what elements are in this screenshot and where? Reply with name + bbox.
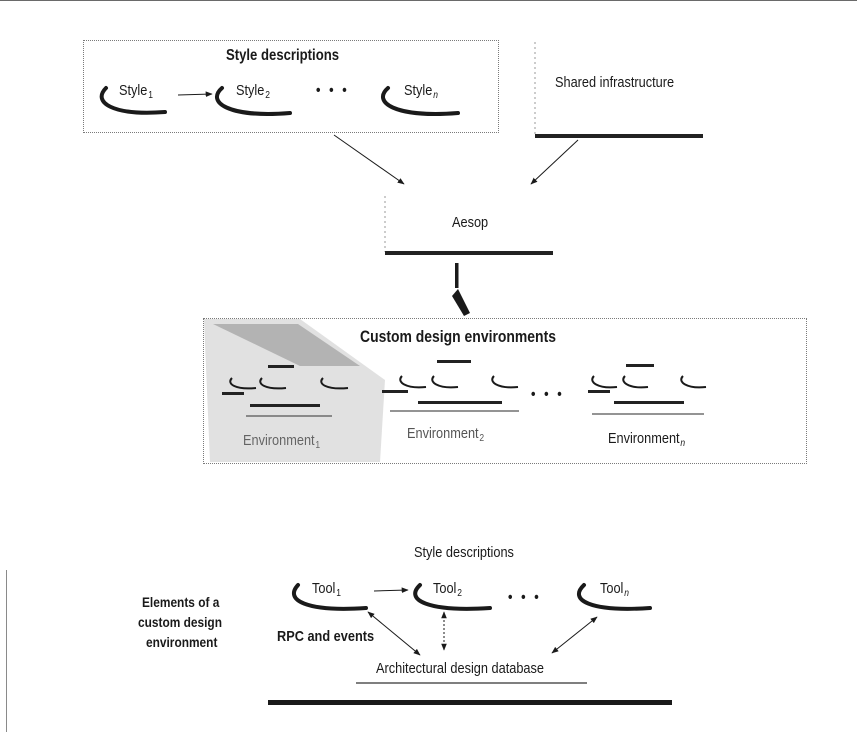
style-n-arc [381,86,460,116]
environment-2-mini [382,360,519,412]
custom-design-environments-title: Custom design environments [360,327,556,346]
tool-2-arc [413,583,492,611]
style-1-arc [99,86,167,115]
ellipsis-styles: • • • [316,82,350,99]
arrow-infra-to-aesop [530,139,579,185]
aesop-down-arrowhead [452,289,470,316]
ellipsis-tools: • • • [508,589,542,606]
environment-1-label: Environment1 [243,432,321,451]
style-2-arc [215,86,292,116]
shared-infra-base-bar [535,134,703,138]
arrow-styles-to-aesop [333,134,405,185]
shared-infrastructure-label: Shared infrastructure [555,74,675,91]
tool-2-label: Tool2 [433,580,462,599]
environment-n-mini [588,364,707,415]
elements-label-line-2: custom design [138,614,222,630]
arrow-style1-to-style2 [177,91,213,97]
tool-n-arc [577,583,652,611]
aesop-base-bar [385,251,553,255]
env-ellipsis: • • • [531,386,565,403]
style-descriptions-box [83,40,499,133]
tool-1-arc [291,583,368,611]
arrow-tool1-to-tool2 [373,587,409,593]
left-margin-rule [6,570,7,732]
tool-1-label: Tool1 [312,580,341,599]
environment-2-label: Environment2 [407,425,485,444]
aesop-label: Aesop [452,214,489,231]
style-1-label: Style1 [119,82,153,101]
arrow-tooln-database [551,616,598,654]
top-rule [0,0,857,1]
elements-label-line-1: Elements of a [142,594,220,610]
style-descriptions-title: Style descriptions [226,47,340,64]
environment-n-label: Environmentn [608,430,686,449]
architectural-design-database-label: Architectural design database [376,660,544,677]
tool-n-label: Tooln [600,580,629,599]
custom-design-environments-box [203,318,807,464]
bottom-style-descriptions-title: Style descriptions [414,544,514,561]
aesop-down-stem [455,263,459,288]
rpc-and-events-label: RPC and events [277,628,375,645]
arrow-tool1-database [367,611,421,656]
environment-1-mini [222,365,349,417]
style-n-label: Stylen [404,82,438,101]
env-shading-dark [213,324,360,366]
database-base-bar [268,700,672,705]
elements-label-line-3: environment [146,634,218,650]
style-2-label: Style2 [236,82,270,101]
